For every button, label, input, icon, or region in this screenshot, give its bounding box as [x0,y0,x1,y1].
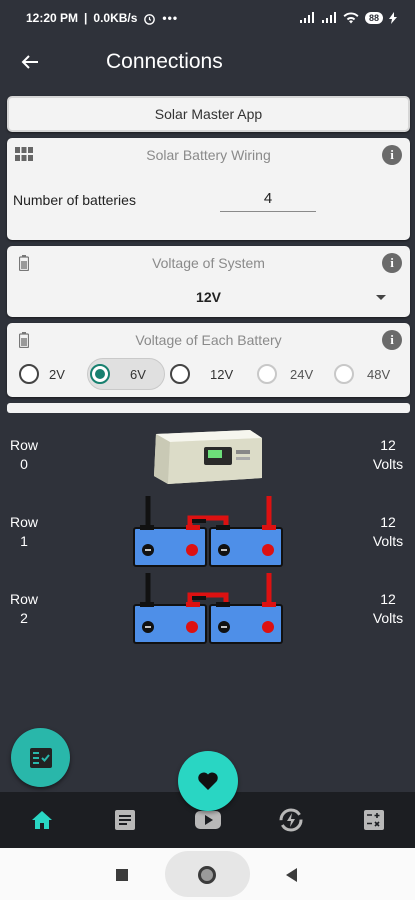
battery-voltage-title: Voltage of Each Battery [135,332,282,348]
volts-unit: Volts [372,610,404,626]
status-speed: 0.0KB/s [93,11,138,25]
row-label-text: Row [9,437,38,453]
signal-icon [299,12,314,23]
dropdown-caret-icon [376,295,386,300]
youtube-icon [194,811,221,829]
wiring-card-header: Solar Battery Wiring i [7,138,410,172]
info-icon[interactable]: i [382,145,402,165]
radio-option-6v[interactable]: 6V [90,359,146,389]
radio-label: 24V [290,366,314,382]
battery-voltage-radio-group: 2V 6V 12V 24V 48V [7,357,410,395]
batteries-row: Number of batteries [7,172,410,212]
radio-button[interactable] [257,364,277,384]
back-button[interactable] [10,42,50,82]
volts-unit: Volts [372,533,404,549]
info-icon[interactable]: i [382,330,402,350]
sync-icon [279,808,302,832]
solar-master-app-button[interactable]: Solar Master App [7,96,410,132]
volts-label: 12 Volts [368,590,408,628]
radio-button[interactable] [19,364,39,384]
volts-label: 12 Volts [368,436,408,474]
battery-icon [19,332,29,348]
batteries-label: Number of batteries [13,192,136,208]
signal-icon-2 [321,12,336,23]
row-number: 0 [20,456,28,472]
checklist-fab[interactable] [11,728,70,787]
radio-button[interactable] [334,364,354,384]
checklist-icon [29,747,52,768]
system-voltage-title: Voltage of System [152,255,265,271]
nav-home[interactable] [0,792,83,848]
battery-icon [19,255,29,271]
volts-value: 12 [380,514,396,530]
row-label-text: Row [9,591,38,607]
inverter-icon [154,430,262,484]
radio-label: 2V [49,366,65,382]
notes-icon [114,810,135,830]
radio-option-48v[interactable]: 48V [334,359,390,389]
nav-videos[interactable] [166,792,249,848]
radio-label: 6V [130,366,146,382]
home-icon [31,811,52,829]
row-number: 1 [20,533,28,549]
volts-label: 12 Volts [368,513,408,551]
radio-label: 12V [210,366,234,382]
row-label: Row 0 [9,436,39,474]
recent-apps-button[interactable] [116,869,128,881]
battery-pair-diagram [133,573,283,644]
radio-button[interactable] [170,364,190,384]
system-voltage-header: Voltage of System i [7,246,410,280]
status-left: 12:20 PM | 0.0KB/s ••• [26,11,178,25]
back-nav-button[interactable] [286,868,297,882]
radio-option-2v[interactable]: 2V [19,359,65,389]
info-icon[interactable]: i [382,253,402,273]
nav-sync[interactable] [249,792,332,848]
app-bar: Connections [0,36,415,88]
status-time: 12:20 PM [26,11,79,25]
row-label: Row 2 [9,590,39,628]
status-right: 88 [299,12,397,24]
volts-unit: Volts [372,456,404,472]
radio-option-24v[interactable]: 24V [257,359,313,389]
grid-icon [15,147,33,161]
home-button[interactable] [198,866,216,884]
radio-label: 48V [367,366,391,382]
system-voltage-select[interactable]: 12V [7,280,410,314]
favorite-fab[interactable] [178,751,238,811]
row-label: Row 1 [9,513,39,551]
battery-voltage-card: Voltage of Each Battery i 2V 6V 12V 24V … [7,323,410,397]
radio-button[interactable] [90,364,110,384]
row-number: 2 [20,610,28,626]
calculator-icon [363,810,384,830]
heart-icon [198,772,218,790]
wiring-card-title: Solar Battery Wiring [146,147,271,163]
more-notifications-icon: ••• [162,11,179,25]
battery-indicator: 88 [364,12,383,24]
wifi-icon [343,12,359,24]
wiring-card: Solar Battery Wiring i Number of batteri… [7,138,410,240]
nav-notes[interactable] [83,792,166,848]
charging-icon [389,12,397,24]
radio-option-12v[interactable]: 12V [170,359,233,389]
system-voltage-value: 12V [196,289,221,305]
volts-value: 12 [380,437,396,453]
system-voltage-card: Voltage of System i 12V [7,246,410,317]
row-label-text: Row [9,514,38,530]
alarm-icon [144,13,156,25]
divider-bar [7,403,410,413]
system-navigation-bar [0,848,415,900]
nav-calculator[interactable] [332,792,415,848]
batteries-input[interactable] [220,188,316,212]
volts-value: 12 [380,591,396,607]
page-title: Connections [106,50,223,73]
arrow-left-icon [21,55,38,69]
status-separator: | [84,11,88,25]
status-bar: 12:20 PM | 0.0KB/s ••• 88 [0,0,415,36]
battery-pair-diagram [133,496,283,567]
battery-voltage-header: Voltage of Each Battery i [7,323,410,357]
